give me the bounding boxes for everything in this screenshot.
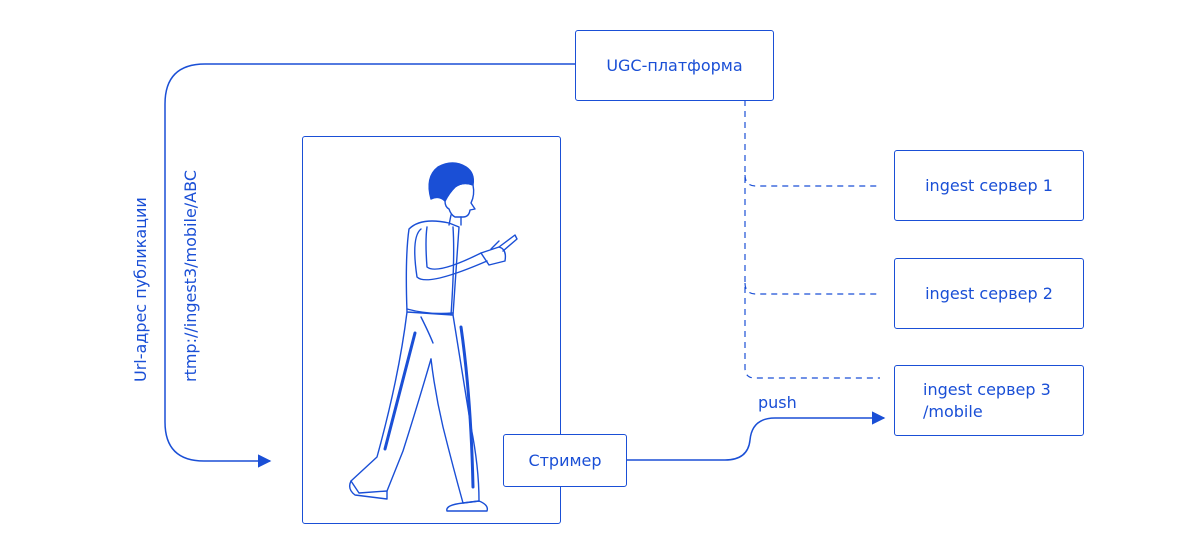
streamer-node[interactable]: Стример xyxy=(503,434,627,487)
ingest-server-3-path-label: /mobile xyxy=(923,401,983,421)
streamer-to-ingest3-push-edge xyxy=(627,411,886,461)
ingest-server-2-label: ingest сервер 2 xyxy=(925,284,1053,303)
ingest-server-1-node[interactable]: ingest сервер 1 xyxy=(894,150,1084,221)
platform-to-ingest1-dashed xyxy=(744,174,880,187)
ingest-server-3-node[interactable]: ingest сервер 3 /mobile xyxy=(894,365,1084,436)
rtmp-url-label: rtmp://ingest3/mobile/ABC xyxy=(181,170,200,382)
streamer-label: Стример xyxy=(528,451,602,470)
ingest-server-2-node[interactable]: ingest сервер 2 xyxy=(894,258,1084,329)
publication-url-label: Url-адрес публикации xyxy=(131,197,150,382)
platform-to-ingest2-dashed xyxy=(744,282,880,295)
ugc-platform-label: UGC-платформа xyxy=(606,56,743,75)
ingest-server-1-label: ingest сервер 1 xyxy=(925,176,1053,195)
walking-person-illustration xyxy=(348,162,518,512)
push-edge-label: push xyxy=(758,393,797,412)
platform-ingest-trunk-dashed xyxy=(744,100,880,379)
platform-to-streamer-url-edge xyxy=(164,63,575,468)
ugc-platform-node[interactable]: UGC-платформа xyxy=(575,30,774,101)
ingest-server-3-label: ingest сервер 3 xyxy=(923,379,1051,399)
